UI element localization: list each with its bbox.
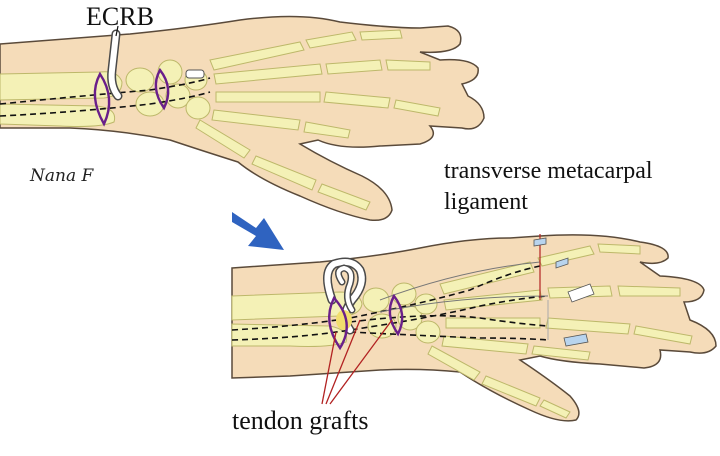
upper-hand: [0, 15, 485, 222]
lower-carpals: [362, 282, 441, 344]
lower-incision-2: [388, 293, 404, 337]
upper-tendon-paths: [0, 77, 211, 117]
lower-tendon-loop: [323, 257, 367, 335]
transition-arrow: [232, 212, 284, 250]
label-ecrb: ECRB: [86, 2, 154, 31]
upper-ulna-bone: [0, 103, 116, 127]
lower-ulna-bone: [231, 323, 348, 347]
lower-graft-lines: [379, 261, 549, 313]
upper-radius-bone: [0, 71, 123, 101]
lower-incision-1: [328, 295, 348, 351]
lower-hand: [231, 234, 717, 422]
upper-incision-1: [93, 71, 111, 127]
lower-finger-bones: [427, 243, 693, 419]
graft-yellow-patch: [336, 310, 352, 330]
upper-incision-2: [154, 67, 170, 111]
artist-signature: Nana F: [30, 166, 94, 186]
label-ligament-line1: transverse metacarpal: [444, 158, 653, 184]
label-transverse-metacarpal-ligament: transverse metacarpal ligament: [444, 156, 653, 218]
label-ligament-line2: ligament: [444, 189, 528, 215]
tendon-grafts-leaders: [321, 319, 393, 405]
label-tendon-grafts: tendon grafts: [232, 406, 369, 435]
blue-tendon-fragments: [533, 237, 595, 347]
upper-tendon-stub: [185, 69, 205, 79]
upper-finger-bones: [195, 29, 441, 211]
ecrb-leader-line: [115, 25, 119, 37]
